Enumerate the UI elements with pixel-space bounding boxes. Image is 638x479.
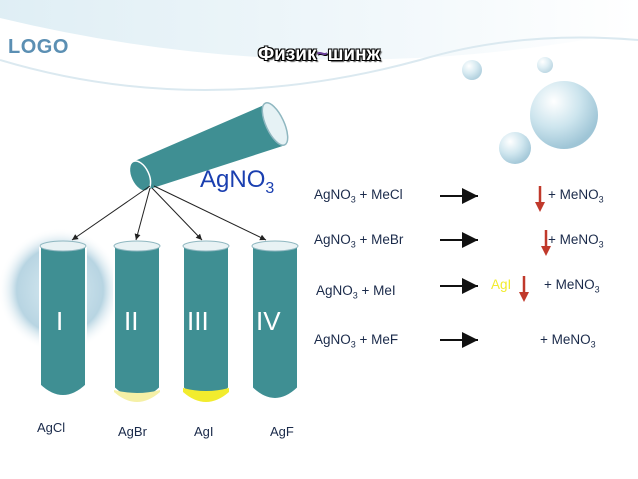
tube-3-numeral: III [187, 306, 209, 336]
title-tilde: ~ [316, 44, 328, 65]
tube-3 [182, 240, 230, 402]
reagent-tube [128, 102, 289, 192]
equation-3-lhs: AgNO3 + MeI [316, 283, 396, 301]
tube-1 [39, 240, 87, 400]
page-title: Физик~шинж [0, 44, 638, 66]
equation-4-rhs: + MeNO3 [540, 332, 596, 350]
tube-4-numeral: IV [256, 306, 281, 336]
title-left: Физик [257, 44, 317, 65]
equation-1-product: AgCl [491, 187, 521, 202]
reagent-arrows [71, 185, 267, 241]
tube-3-label: AgI [194, 424, 214, 439]
reaction-arrows [440, 188, 478, 348]
equation-3-product: AgI [491, 277, 512, 292]
equation-1-lhs: AgNO3 + MeCl [314, 187, 403, 205]
tube-2-label: AgBr [118, 424, 147, 439]
equation-2-rhs: + MeNO3 [548, 232, 604, 250]
tube-4 [251, 240, 299, 400]
bubble-small [462, 60, 482, 80]
equation-2-product: AgBr [491, 232, 522, 247]
tube-1-label: AgCl [37, 420, 66, 435]
bubble-large [530, 81, 598, 149]
tube-2 [113, 240, 161, 402]
equation-4-lhs: AgNO3 + MeF [314, 332, 399, 350]
equation-1-rhs: + MeNO3 [548, 187, 604, 205]
logo: LOGO [8, 36, 69, 58]
bubble-small-2 [537, 57, 553, 73]
tube-4-label: AgF [270, 424, 294, 439]
equation-4-product: AgF [491, 332, 516, 347]
reagent-sub: 3 [265, 179, 275, 197]
reagent-base: AgNO [200, 166, 266, 193]
tube-1-numeral: I [56, 306, 64, 336]
bubble-medium [499, 132, 531, 164]
precipitate-arrows [519, 186, 551, 302]
title-right: шинж [327, 44, 381, 65]
reagent-label: AgNO3 [200, 166, 274, 198]
tube-2-numeral: II [124, 306, 139, 336]
equation-2-lhs: AgNO3 + MeBr [314, 232, 404, 250]
equation-3-rhs: + MeNO3 [544, 277, 600, 295]
